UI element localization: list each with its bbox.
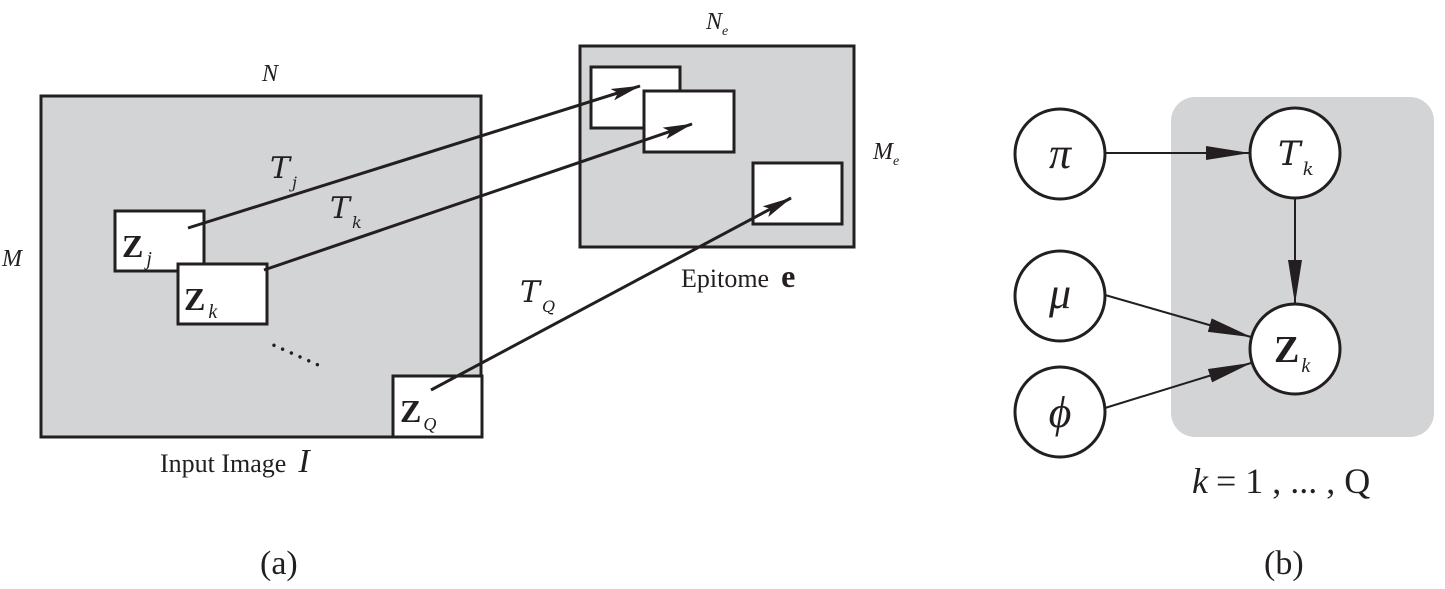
arrow-t-q bbox=[430, 196, 792, 392]
arrow-t-k bbox=[263, 122, 693, 272]
patch-z-k-box bbox=[176, 262, 269, 326]
node-pi bbox=[1013, 107, 1107, 201]
node-t-k bbox=[1248, 106, 1342, 200]
input-width-label: N bbox=[261, 61, 280, 87]
panel-a-caption: (a) bbox=[260, 545, 298, 582]
plate-index-label: k= 1 , ... , Q bbox=[1192, 461, 1370, 501]
input-height-label: M bbox=[1, 246, 24, 272]
patch-z-j-box bbox=[113, 209, 206, 273]
edge-phi-to-z bbox=[1104, 362, 1252, 409]
edge-mu-to-z bbox=[1104, 294, 1252, 338]
panel-b-caption: (b) bbox=[1264, 545, 1304, 582]
epitome-patch-k bbox=[642, 89, 736, 154]
node-mu-label: μ bbox=[1048, 269, 1071, 318]
node-mu bbox=[1013, 249, 1107, 343]
node-phi-label: ϕ bbox=[1049, 388, 1072, 437]
epitome-width-label: Ne bbox=[705, 9, 728, 39]
epitome-patch-q bbox=[751, 161, 844, 226]
node-phi bbox=[1013, 365, 1107, 459]
plate bbox=[1171, 97, 1434, 437]
node-pi-label: π bbox=[1049, 129, 1073, 178]
node-z-k bbox=[1248, 302, 1342, 396]
epitome-height-label: Me bbox=[872, 139, 899, 169]
arrow-t-j bbox=[187, 84, 641, 230]
